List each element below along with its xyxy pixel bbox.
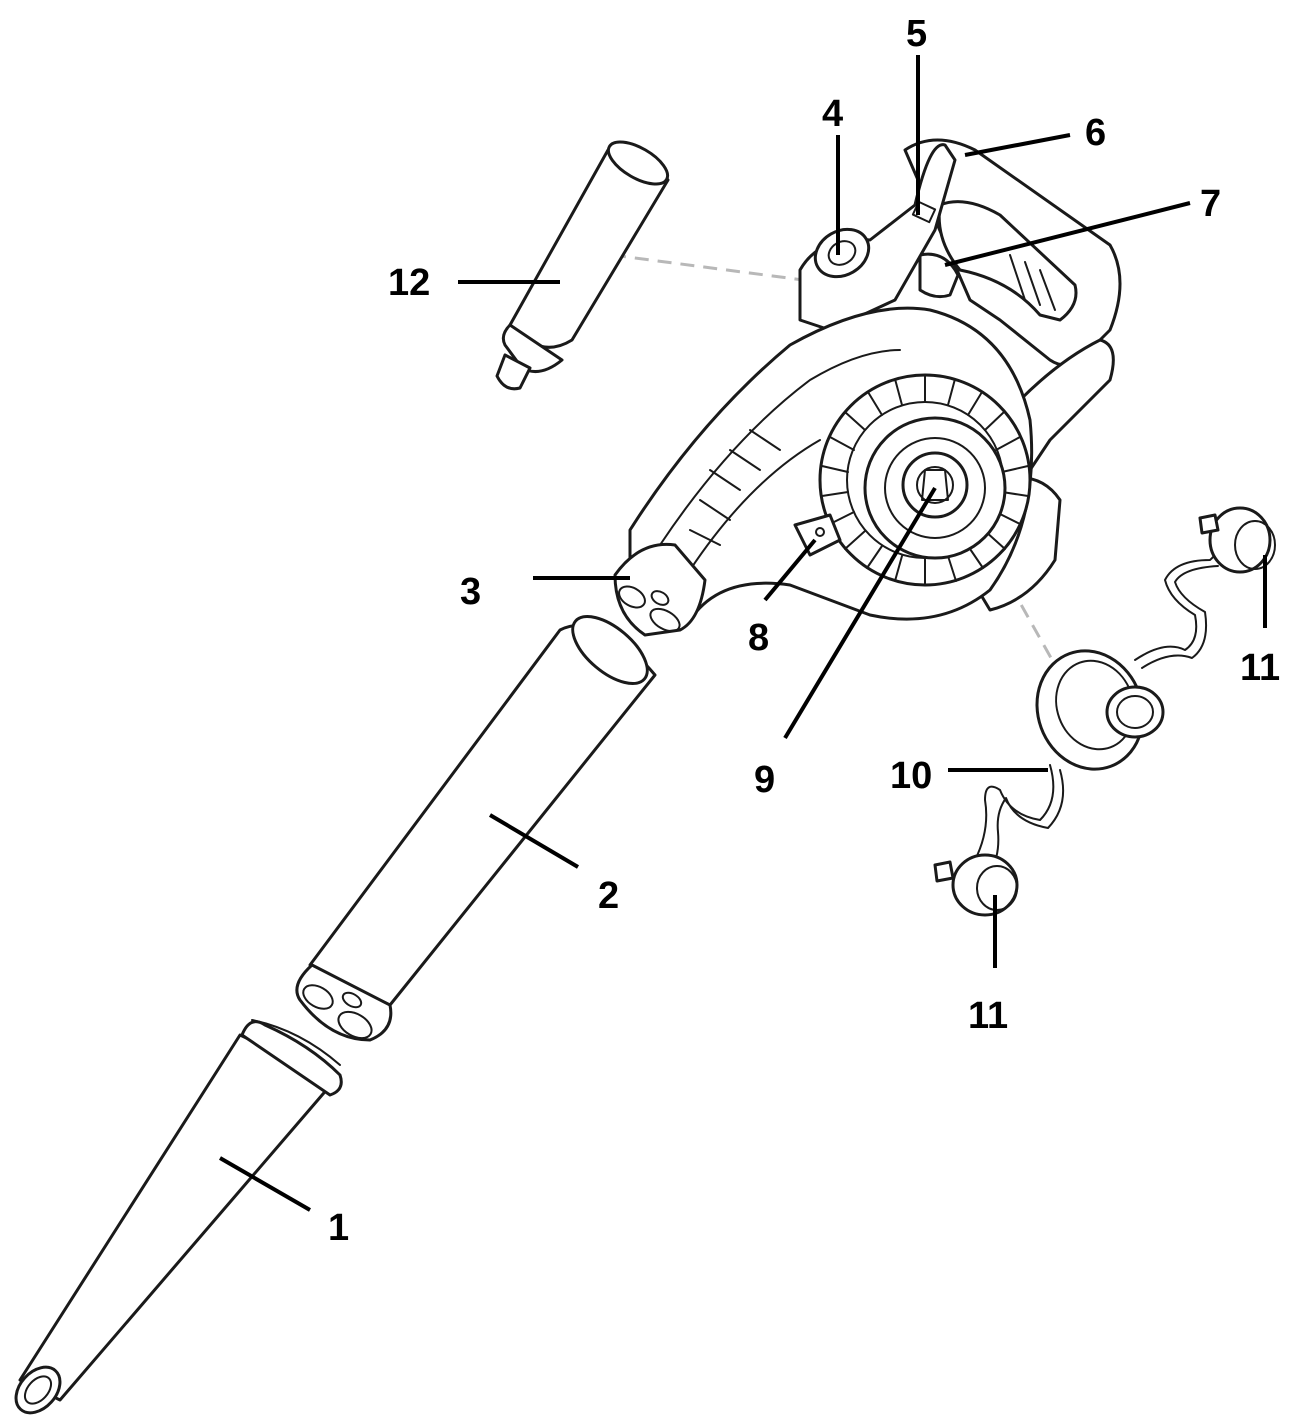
callout-8: 8 bbox=[748, 617, 769, 659]
part-1-nozzle bbox=[14, 1019, 343, 1415]
callout-labels: 1 2 3 4 5 6 7 8 9 10 11 11 12 bbox=[328, 13, 1280, 1249]
part-12-accessory-tube bbox=[495, 140, 670, 391]
part-11-adapter-top bbox=[1198, 506, 1276, 574]
part-10-inflator bbox=[974, 534, 1219, 873]
callout-7: 7 bbox=[1200, 183, 1221, 225]
callout-9: 9 bbox=[754, 759, 775, 801]
callout-1: 1 bbox=[328, 1207, 349, 1249]
callout-4: 4 bbox=[822, 93, 843, 135]
leader-6 bbox=[964, 133, 1071, 157]
callout-12: 12 bbox=[388, 262, 430, 304]
leader-9 bbox=[783, 486, 937, 740]
assembly-guide-lines bbox=[611, 253, 1057, 666]
part-2-extension-tube bbox=[295, 615, 657, 1042]
leader-lines bbox=[218, 55, 1267, 1212]
leader-7 bbox=[944, 201, 1191, 267]
callout-5: 5 bbox=[906, 13, 927, 55]
callout-6: 6 bbox=[1085, 112, 1106, 154]
callout-11-bottom: 11 bbox=[968, 995, 1008, 1037]
leader-2 bbox=[488, 813, 580, 869]
callout-2: 2 bbox=[598, 875, 619, 917]
callout-3: 3 bbox=[460, 571, 481, 613]
part-11-adapter-bottom bbox=[933, 853, 1019, 917]
leader-1 bbox=[218, 1156, 312, 1212]
blower-body bbox=[613, 138, 1122, 637]
callout-10: 10 bbox=[890, 755, 932, 797]
leader-8 bbox=[763, 538, 817, 602]
callout-11-top: 11 bbox=[1240, 647, 1280, 689]
